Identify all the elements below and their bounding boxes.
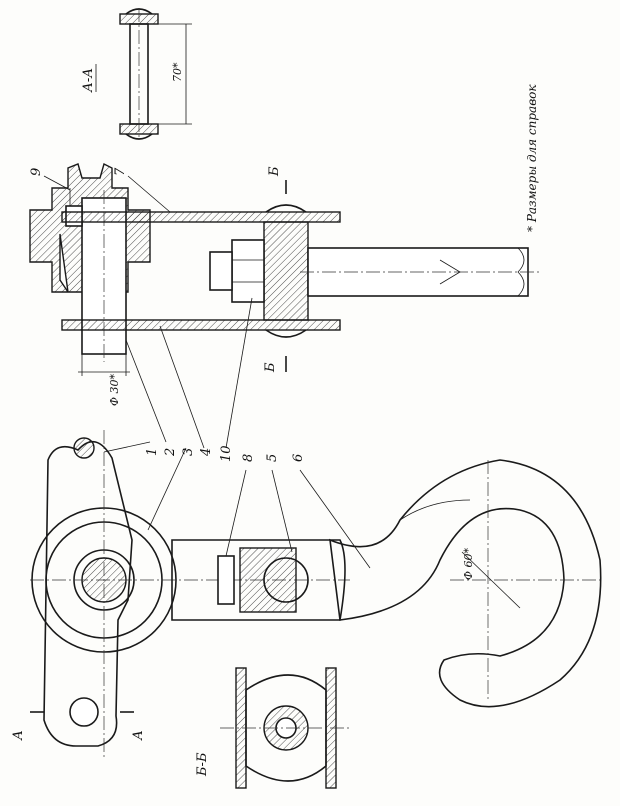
- footnote: * Размеры для справок: [525, 84, 539, 232]
- front-view: Φ 60* А А: [11, 430, 602, 760]
- callout-9: 9: [29, 168, 44, 176]
- section-b-b-title: Б-Б: [195, 752, 210, 777]
- callout-2: 2: [163, 448, 178, 457]
- callout-7: 7: [113, 167, 128, 176]
- section-mark-a-bottom: А: [131, 730, 146, 741]
- callout-6: 6: [291, 454, 306, 462]
- dim-d60-label: Φ 60*: [462, 547, 475, 580]
- callout-8: 8: [241, 454, 256, 462]
- callout-leaders: [43, 175, 371, 569]
- section-mark-a-top: А: [11, 730, 26, 741]
- callout-1: 1: [145, 448, 160, 456]
- section-b-b-view: Б-Б: [195, 667, 352, 789]
- section-mark-b-top: Б: [267, 166, 282, 177]
- callout-3: 3: [181, 448, 196, 456]
- section-mark-b-bottom: Б: [263, 362, 278, 373]
- section-a-a-title: А-А: [81, 68, 96, 93]
- side-view: Φ 30* Б Б: [29, 162, 540, 406]
- dim-d30-label: Φ 30*: [108, 373, 121, 406]
- callout-4: 4: [199, 448, 214, 457]
- callout-5: 5: [265, 454, 280, 462]
- section-a-a-view: 70* А-А: [81, 8, 192, 140]
- dim-70-label: 70*: [171, 62, 184, 82]
- callout-10: 10: [219, 445, 234, 462]
